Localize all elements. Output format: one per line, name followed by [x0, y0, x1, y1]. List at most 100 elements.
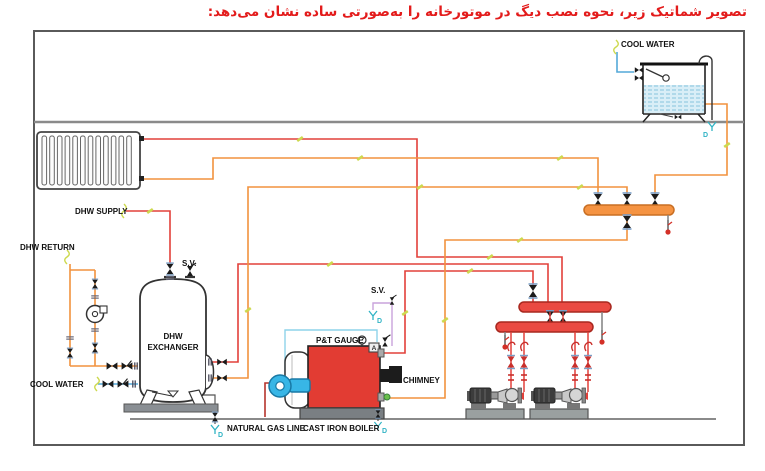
- pipe-makeup-water: [654, 103, 728, 199]
- supply-manifold-group: [495, 283, 612, 351]
- coil-header-bulge: [205, 354, 215, 390]
- label-drain-boiler: D: [382, 428, 387, 435]
- label-cast-iron-boiler: CAST IRON BOILER: [303, 424, 380, 433]
- pump-foot: [535, 403, 550, 409]
- pump-flange: [581, 387, 586, 404]
- exchanger-drain-funnel: [151, 390, 180, 398]
- pump-coupling: [554, 391, 563, 400]
- tank-leg: [642, 113, 651, 123]
- cast-iron-boiler: [268, 294, 402, 431]
- pump-foot: [471, 403, 486, 409]
- return-manifold-group: [583, 192, 675, 236]
- cool-water-tank: [634, 55, 717, 132]
- label-cool-water-roof: COOL WATER: [621, 40, 675, 49]
- pipe-boiler-return: [390, 215, 628, 399]
- pipe-dhw-supply: [126, 210, 171, 263]
- pump-2: [529, 387, 589, 420]
- safety-vent-line: [372, 302, 393, 346]
- drain-valve-icon: [211, 411, 219, 423]
- gate-valve-icon: [506, 354, 516, 370]
- chimney-icon: [380, 369, 389, 382]
- gate-valve-icon: [519, 354, 529, 370]
- float-ball: [662, 74, 670, 82]
- aquastat-box: [368, 342, 380, 353]
- label-chimney: CHIMNEY: [403, 376, 441, 385]
- pump-pad: [529, 408, 589, 420]
- pump-risers: [510, 332, 589, 392]
- label-drain-exchanger: D: [218, 432, 223, 439]
- gate-valve-icon: [570, 354, 580, 370]
- gate-valve-icon: [165, 262, 175, 276]
- return-manifold: [583, 204, 675, 216]
- return-port: [377, 392, 385, 402]
- thermometer-icon: [598, 329, 607, 346]
- drain-icon: [707, 121, 717, 132]
- label-drain-roof: D: [703, 132, 708, 139]
- boiler-base: [299, 407, 385, 420]
- pump-casing: [497, 388, 508, 404]
- pipe-boiler-supply: [384, 270, 534, 354]
- pump-pad: [465, 408, 525, 420]
- dhw-exchanger: [102, 262, 227, 435]
- gate-valve-icon: [91, 342, 99, 354]
- pump-1: [465, 387, 525, 420]
- label-sv-boiler: S.V.: [371, 286, 385, 295]
- float-valve-icon: [634, 75, 644, 81]
- supply-port: [377, 348, 385, 358]
- union-marks: [146, 135, 731, 324]
- label-natural-gas-line: NATURAL GAS LINE: [227, 424, 306, 433]
- safety-valve-icon: [389, 294, 397, 306]
- burner-barrel: [288, 378, 311, 393]
- label-exchanger-1: DHW: [163, 332, 183, 341]
- chimney-icon: [389, 366, 402, 383]
- pump-foot: [503, 403, 516, 409]
- boiler-body: [307, 345, 381, 409]
- tank-water: [644, 85, 704, 113]
- radiator-supply-port: [139, 136, 144, 141]
- label-drain-sv: D: [377, 318, 382, 325]
- gate-valve-icon: [527, 283, 539, 299]
- safety-valve-icon: [381, 334, 391, 348]
- gate-valve-icon: [621, 214, 633, 230]
- thermometer-icon: [664, 219, 673, 236]
- pump-casing: [561, 388, 572, 404]
- label-dhw-return: DHW RETURN: [20, 243, 75, 252]
- tank-leg: [697, 113, 706, 123]
- tank-drain-pipe: [659, 113, 674, 118]
- pump-coupling: [490, 391, 499, 400]
- overflow-pipe: [698, 55, 713, 120]
- diagram-border: [33, 30, 745, 446]
- radiator-fins: [41, 135, 132, 186]
- float-valve-icon: [634, 67, 644, 73]
- tank-drain-valve-icon: [674, 114, 682, 120]
- exchanger-base-pad: [123, 403, 219, 413]
- check-valve-icon: [117, 378, 129, 389]
- gate-valve-icon: [583, 354, 593, 370]
- check-valve-icon: [121, 360, 133, 371]
- pump-foot: [567, 403, 580, 409]
- pipe-radiator-return: [143, 157, 599, 199]
- radiator-return-port: [139, 176, 144, 181]
- pump-motor-box: [99, 305, 108, 314]
- radiator: [36, 131, 144, 190]
- pump-manifold: [495, 321, 594, 333]
- page-title: تصویر شماتیک زیر، نحوه نصب دیگ در موتورخ…: [207, 4, 747, 20]
- label-aquastat: A: [372, 345, 377, 352]
- label-pt-gauge: P&T GAUGE: [316, 336, 364, 345]
- circulation-pump-assembly: [65, 278, 108, 359]
- pipe-radiator-supply: [143, 138, 563, 303]
- pipe-roof-tank-inlet: [616, 52, 634, 73]
- leader-icon: [613, 39, 619, 55]
- label-exchanger-2: EXCHANGER: [147, 343, 198, 352]
- return-valve-icon: [383, 393, 391, 401]
- leader-icon: [64, 249, 70, 265]
- drain-icon: [368, 310, 378, 321]
- label-dhw-supply: DHW SUPPLY: [75, 207, 128, 216]
- pump-volute: [568, 387, 584, 403]
- gate-valve-icon: [66, 347, 74, 359]
- pump-volute: [504, 387, 520, 403]
- label-sv-exchanger: S.V.: [182, 259, 196, 268]
- pump-flange: [517, 387, 522, 404]
